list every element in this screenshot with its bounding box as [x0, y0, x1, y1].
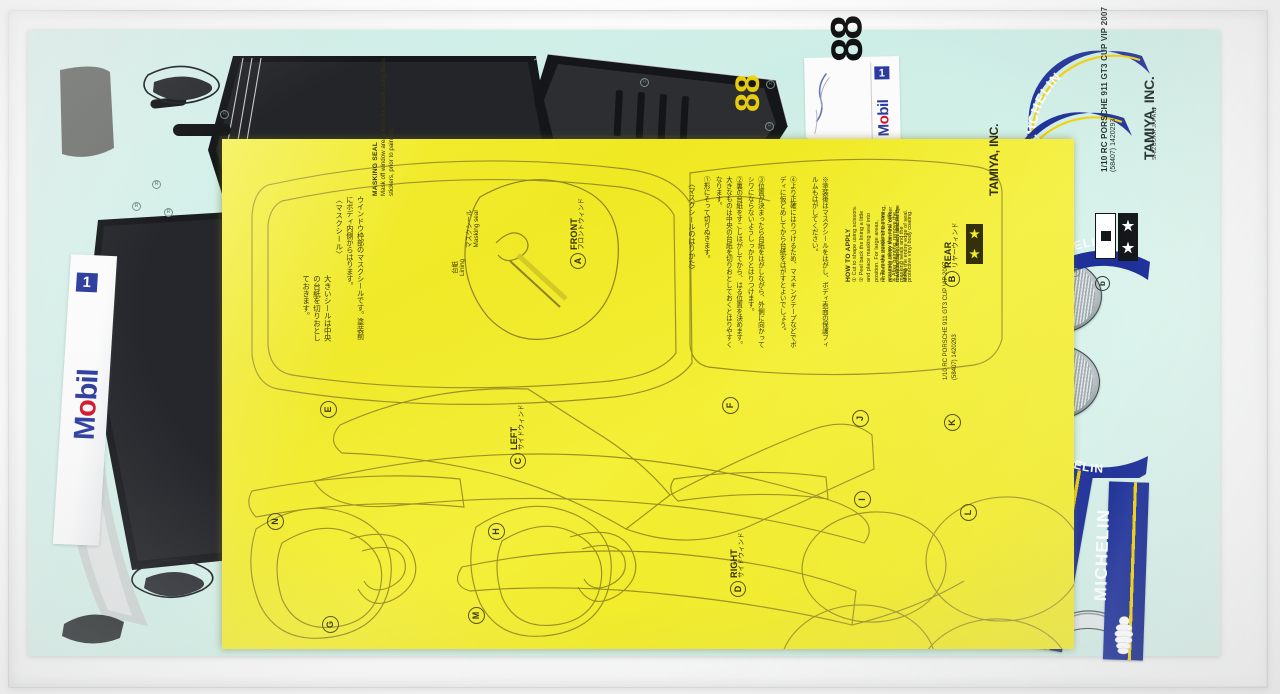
- product-item-code: (58407) 1420293: [1110, 118, 1117, 172]
- part-letter-g: G: [322, 616, 339, 633]
- registration-dot: R: [164, 208, 173, 217]
- masking-title-en: MASKING SEAL: [372, 141, 379, 196]
- michelin-banner-decal: MICHELIN: [1091, 481, 1150, 661]
- part-letter-m: M: [468, 607, 485, 624]
- panel-label-jp: サイドウィンド: [738, 532, 746, 579]
- howto-title-jp: 〈マスクシールのはりかた〉: [687, 180, 697, 274]
- panel-mark-c: C: [510, 453, 527, 469]
- signature-mark-icon: [814, 73, 830, 134]
- part-letter-n: N: [267, 513, 284, 530]
- panel-label-left: C LEFT サイドウィンド: [509, 404, 527, 469]
- registration-dot: R: [152, 180, 161, 189]
- mobil1-one-badge: 1: [874, 66, 890, 80]
- registration-dot: R: [132, 202, 141, 211]
- callout-seal-en: Masking seal: [473, 210, 481, 248]
- part-letter-i: I: [854, 491, 871, 508]
- race-number-plate-decal: 88 1 Mobil: [804, 17, 901, 150]
- tamiya-brand-subtext: SHIZUOKA JAPAN: [1152, 109, 1158, 160]
- callout-lining-jp: 台紙: [452, 261, 459, 274]
- product-item-code: (58407) 1420293: [952, 334, 958, 380]
- part-letter-h: H: [488, 523, 505, 540]
- star-icon: [1121, 241, 1135, 254]
- part-letter-e: E: [320, 401, 337, 418]
- race-number-ghost: 88: [729, 74, 767, 112]
- howto-jp-3: ③位置が決まったら台紙をはがしながら、外側に向かってシワにならないようしっかりと…: [746, 176, 764, 348]
- panel-mark-a: A: [570, 253, 587, 269]
- registration-dot: R: [220, 110, 229, 119]
- howto-jp-5: ※塗装後はマスクシールをはがし、ボディ表面の保護フィルムもはがしてください。: [810, 176, 828, 348]
- star-icon: [969, 248, 980, 259]
- registration-dot: R: [640, 78, 649, 87]
- race-number-text: 88: [822, 16, 873, 63]
- tamiya-twinstar-logo: [966, 224, 983, 264]
- callout-seal-jp: マスクシール: [466, 209, 473, 248]
- masking-title-jp-body: ウインドウ枠部のマスクシールです。塗装前にボディ内側からはります。: [345, 196, 366, 340]
- sheet-letter-mark: b: [1095, 276, 1110, 291]
- callout-lining: 台紙 Lining: [452, 259, 467, 276]
- part-letter-k: K: [944, 414, 961, 431]
- part-letter-l: L: [960, 504, 977, 521]
- michelin-bibendum-icon: [1114, 616, 1134, 655]
- callout-lining-en: Lining: [459, 258, 467, 276]
- panel-mark-d: D: [730, 581, 747, 597]
- part-letter-j: J: [852, 410, 869, 427]
- tamiya-brand-text: TAMIYA, INC.: [987, 123, 1001, 196]
- michelin-wordmark: MICHELIN: [1090, 508, 1114, 602]
- mobil1-one-badge: 1: [75, 272, 98, 293]
- product-info-on-yellow: 1/10 RC PORSCHE 911 GT3 CUP VIP 2007 (58…: [942, 262, 960, 380]
- howto-jp-2: ②裏の台紙をすこしはがしてから、はる位置を決めます。大きなものは中央の台紙を切り…: [714, 176, 742, 348]
- registration-dot: R: [765, 122, 774, 131]
- tamiya-twinstar-logo: [1118, 213, 1138, 261]
- callout-masking-seal: マスクシール Masking seal: [466, 210, 481, 248]
- mobil1-wordmark: Mobil: [874, 99, 893, 137]
- tamiya-brand-on-yellow: TAMIYA, INC.: [985, 124, 1003, 196]
- product-title-text: 1/10 RC PORSCHE 911 GT3 CUP VIP 2007: [943, 261, 949, 380]
- panel-label-front: A FRONT フロントウィンド: [569, 198, 587, 269]
- datamatrix-icon: [1095, 213, 1116, 259]
- howto-title-en: HOW TO APPLY: [845, 228, 852, 282]
- product-title-text: 1/10 RC PORSCHE 911 GT3 CUP VIP 2007: [1100, 6, 1109, 172]
- howto-jp-1: ①形にそって切りぬきます。: [702, 176, 710, 262]
- registration-dot: R: [766, 80, 775, 89]
- mobil1-wordmark: Mobil: [68, 368, 105, 441]
- howto-jp-4: ④より正確にはりつけるため、マスキングテープなどでボディに仮どめしてから台紙をは…: [778, 176, 796, 348]
- masking-desc-en: Mask off window areas from the inside us…: [380, 57, 396, 197]
- masking-note-jp: 大きいシールは中央の台紙を切りおとしておきます。: [301, 275, 333, 342]
- panel-label-right: D RIGHT サイドウィンド: [729, 532, 747, 597]
- part-letter-f: F: [722, 397, 739, 414]
- star-icon: [1121, 219, 1135, 232]
- panel-label-jp: サイドウィンド: [518, 404, 526, 451]
- panel-label-jp: フロントウィンド: [578, 198, 586, 250]
- howto-en-4: ※ After painting, remove the masking sea…: [892, 210, 913, 282]
- mobil1-panel: 1 Mobil: [870, 62, 897, 143]
- masking-title-jp-kana: 〈マスクシール〉: [334, 196, 344, 259]
- star-icon: [969, 228, 980, 239]
